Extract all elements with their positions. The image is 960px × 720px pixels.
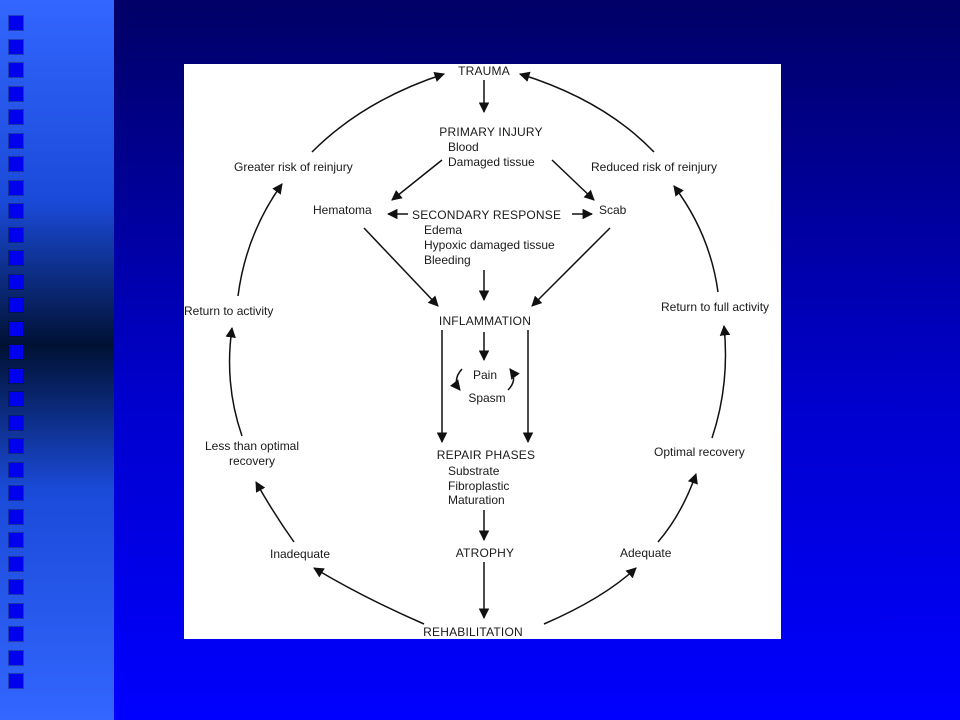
repair-item-substrate: Substrate bbox=[448, 464, 500, 478]
decor-square bbox=[9, 392, 23, 406]
decor-square bbox=[9, 63, 23, 77]
node-rehabilitation: REHABILITATION bbox=[423, 625, 523, 639]
arrow-reduced-risk-to-trauma bbox=[518, 71, 655, 153]
decor-square bbox=[9, 650, 23, 665]
decor-square bbox=[9, 133, 23, 148]
arrow-less-optimal-to-return bbox=[225, 326, 243, 437]
decor-square bbox=[9, 509, 23, 524]
node-return-to-full-activity: Return to full activity bbox=[661, 300, 770, 314]
secondary-item-hypoxic: Hypoxic damaged tissue bbox=[424, 238, 555, 252]
primary-item-damaged-tissue: Damaged tissue bbox=[448, 155, 535, 169]
node-spasm: Spasm bbox=[468, 391, 506, 405]
decor-square bbox=[9, 533, 23, 547]
decor-square bbox=[9, 580, 23, 594]
decor-square bbox=[9, 415, 23, 430]
node-secondary-response-title: SECONDARY RESPONSE bbox=[412, 208, 562, 222]
decor-square bbox=[9, 439, 23, 453]
repair-item-fibroplastic: Fibroplastic bbox=[448, 479, 510, 493]
decor-square bbox=[9, 486, 23, 500]
node-less-optimal-line2: recovery bbox=[228, 454, 276, 468]
arrow-return-to-greater-risk bbox=[237, 183, 283, 297]
arrow-hematoma-to-inflammation bbox=[363, 227, 439, 307]
repair-item-maturation: Maturation bbox=[448, 493, 505, 507]
injury-cycle-diagram: TRAUMA PRIMARY INJURY Blood Damaged tiss… bbox=[184, 64, 781, 639]
decor-square bbox=[9, 274, 23, 289]
arrow-optimal-to-full-activity bbox=[711, 324, 731, 439]
decor-square bbox=[9, 180, 23, 195]
node-repair-phases-title: REPAIR PHASES bbox=[436, 448, 536, 462]
arrow-pain-spasm-right bbox=[507, 368, 520, 391]
decor-square bbox=[9, 227, 23, 242]
diagram-arrows bbox=[225, 71, 731, 625]
node-hematoma: Hematoma bbox=[313, 203, 372, 217]
node-adequate: Adequate bbox=[620, 546, 672, 560]
decor-square bbox=[9, 39, 23, 54]
bullet-squares-column bbox=[9, 16, 23, 698]
left-decorative-band bbox=[0, 0, 114, 720]
node-inadequate: Inadequate bbox=[270, 547, 331, 561]
node-trauma: TRAUMA bbox=[458, 64, 510, 78]
decor-square bbox=[9, 251, 23, 265]
decor-square bbox=[9, 204, 23, 218]
decor-square bbox=[9, 298, 23, 312]
node-primary-injury-title: PRIMARY INJURY bbox=[439, 125, 543, 139]
arrow-adequate-to-optimal bbox=[657, 473, 698, 543]
primary-item-blood: Blood bbox=[448, 140, 479, 154]
decor-square bbox=[9, 16, 23, 30]
secondary-item-bleeding: Bleeding bbox=[424, 253, 471, 267]
arrow-primary-to-scab bbox=[551, 159, 595, 201]
decor-square bbox=[9, 157, 23, 171]
node-inflammation: INFLAMMATION bbox=[438, 314, 532, 328]
node-less-optimal-line1: Less than optimal bbox=[204, 439, 300, 453]
decor-square bbox=[9, 674, 23, 688]
arrow-rehab-to-inadequate bbox=[313, 567, 425, 625]
arrow-full-activity-to-reduced-risk bbox=[673, 185, 719, 293]
arrow-rehab-to-adequate bbox=[543, 567, 637, 625]
node-greater-risk: Greater risk of reinjury bbox=[234, 160, 353, 174]
node-optimal-recovery: Optimal recovery bbox=[654, 445, 745, 459]
decor-square bbox=[9, 368, 23, 383]
arrow-inadequate-to-less-optimal bbox=[255, 481, 295, 543]
decor-square bbox=[9, 556, 23, 571]
node-return-to-activity: Return to activity bbox=[184, 304, 274, 318]
node-scab: Scab bbox=[599, 203, 627, 217]
decor-square bbox=[9, 627, 23, 641]
decor-square bbox=[9, 86, 23, 101]
decor-square bbox=[9, 321, 23, 336]
node-pain: Pain bbox=[472, 368, 498, 382]
decor-square bbox=[9, 462, 23, 477]
arrow-greater-risk-to-trauma bbox=[311, 71, 445, 153]
secondary-item-edema: Edema bbox=[424, 223, 463, 237]
decor-square bbox=[9, 345, 23, 359]
node-reduced-risk: Reduced risk of reinjury bbox=[591, 160, 718, 174]
decor-square bbox=[9, 603, 23, 618]
node-atrophy: ATROPHY bbox=[455, 546, 515, 560]
arrow-scab-to-inflammation bbox=[531, 227, 611, 307]
decor-square bbox=[9, 110, 23, 124]
arrow-pain-spasm-left bbox=[449, 368, 463, 391]
arrow-primary-to-hematoma bbox=[391, 159, 443, 201]
